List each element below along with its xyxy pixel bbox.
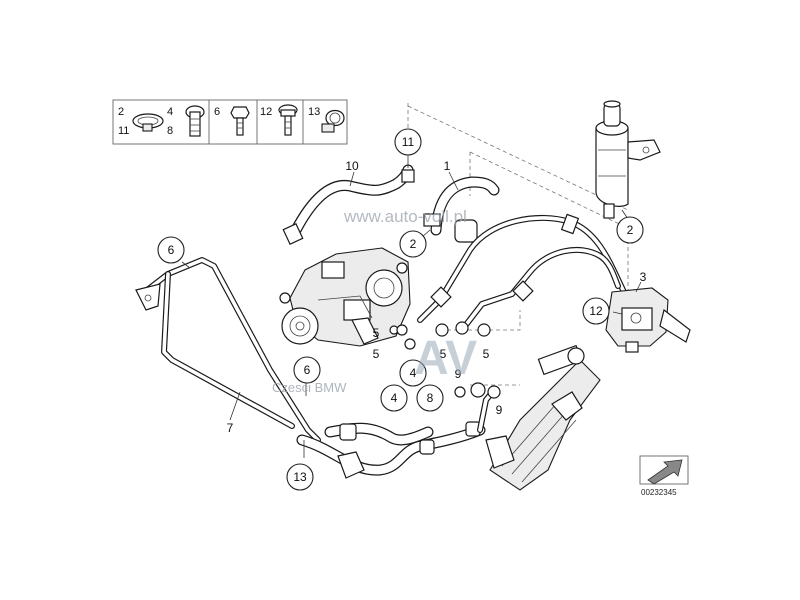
svg-text:2: 2 <box>410 237 417 251</box>
label-10: 10 <box>345 159 359 173</box>
callout-11: 11 <box>394 128 422 156</box>
label-9: 9 <box>455 367 462 381</box>
watermark-url: www.auto-voll.pl <box>343 207 467 226</box>
svg-text:8: 8 <box>427 391 434 405</box>
legend-label-2: 2 <box>118 106 124 118</box>
label-5: 5 <box>440 347 447 361</box>
legend-label-6: 6 <box>214 106 220 118</box>
callout-4-upper: 4 <box>399 359 427 387</box>
callout-6-left: 6 <box>157 236 185 264</box>
callout-2-reservoir: 2 <box>616 216 644 244</box>
svg-text:6: 6 <box>168 243 175 257</box>
legend-label-8: 8 <box>167 125 173 137</box>
label-5: 5 <box>483 347 490 361</box>
lower-hose-assembly <box>296 382 501 479</box>
pressure-return-pipes <box>396 213 627 350</box>
callout-8: 8 <box>416 384 444 412</box>
legend-label-12: 12 <box>260 106 272 118</box>
suction-hoses <box>282 164 500 246</box>
callout-2-hose: 2 <box>399 230 427 258</box>
arrow-icon <box>647 459 683 485</box>
hex-bolt-icon <box>230 106 250 136</box>
legend-label-13: 13 <box>308 106 320 118</box>
callout-13: 13 <box>286 463 314 491</box>
svg-text:13: 13 <box>293 470 307 484</box>
svg-text:12: 12 <box>589 304 603 318</box>
steering-rack <box>485 344 601 491</box>
label-3: 3 <box>640 270 647 284</box>
return-pipe <box>135 257 321 443</box>
legend-label-11: 11 <box>118 125 129 137</box>
view-direction-box: 00232345 <box>639 455 689 497</box>
svg-text:4: 4 <box>391 391 398 405</box>
svg-text:6: 6 <box>304 363 311 377</box>
reference-number: 00232345 <box>641 488 677 497</box>
svg-text:2: 2 <box>627 223 634 237</box>
label-7: 7 <box>227 421 234 435</box>
watermark-czesci: Czesci BMW <box>272 380 347 395</box>
reservoir-tank <box>595 100 661 219</box>
svg-text:11: 11 <box>402 135 415 149</box>
svg-text:4: 4 <box>410 366 417 380</box>
legend-frame <box>112 99 348 145</box>
label-5: 5 <box>373 326 380 340</box>
pipe-clip-icon <box>321 109 345 133</box>
hydraulic-pump <box>279 247 411 347</box>
hose-clamp-icon <box>132 113 164 132</box>
flange-bolt-icon <box>278 104 298 136</box>
callout-6-mid: 6 <box>293 356 321 384</box>
legend-label-4: 4 <box>167 106 173 118</box>
banjo-bolt-icon <box>185 105 205 137</box>
callout-12: 12 <box>582 297 610 325</box>
label-5: 5 <box>373 347 380 361</box>
watermark-logo: AV <box>414 332 477 385</box>
direction-frame <box>639 455 689 485</box>
label-9: 9 <box>496 403 503 417</box>
label-1: 1 <box>444 159 451 173</box>
callout-4-lower: 4 <box>380 384 408 412</box>
steering-valve-block <box>605 287 691 353</box>
parts-legend: 2 11 4 8 6 12 <box>112 99 348 145</box>
